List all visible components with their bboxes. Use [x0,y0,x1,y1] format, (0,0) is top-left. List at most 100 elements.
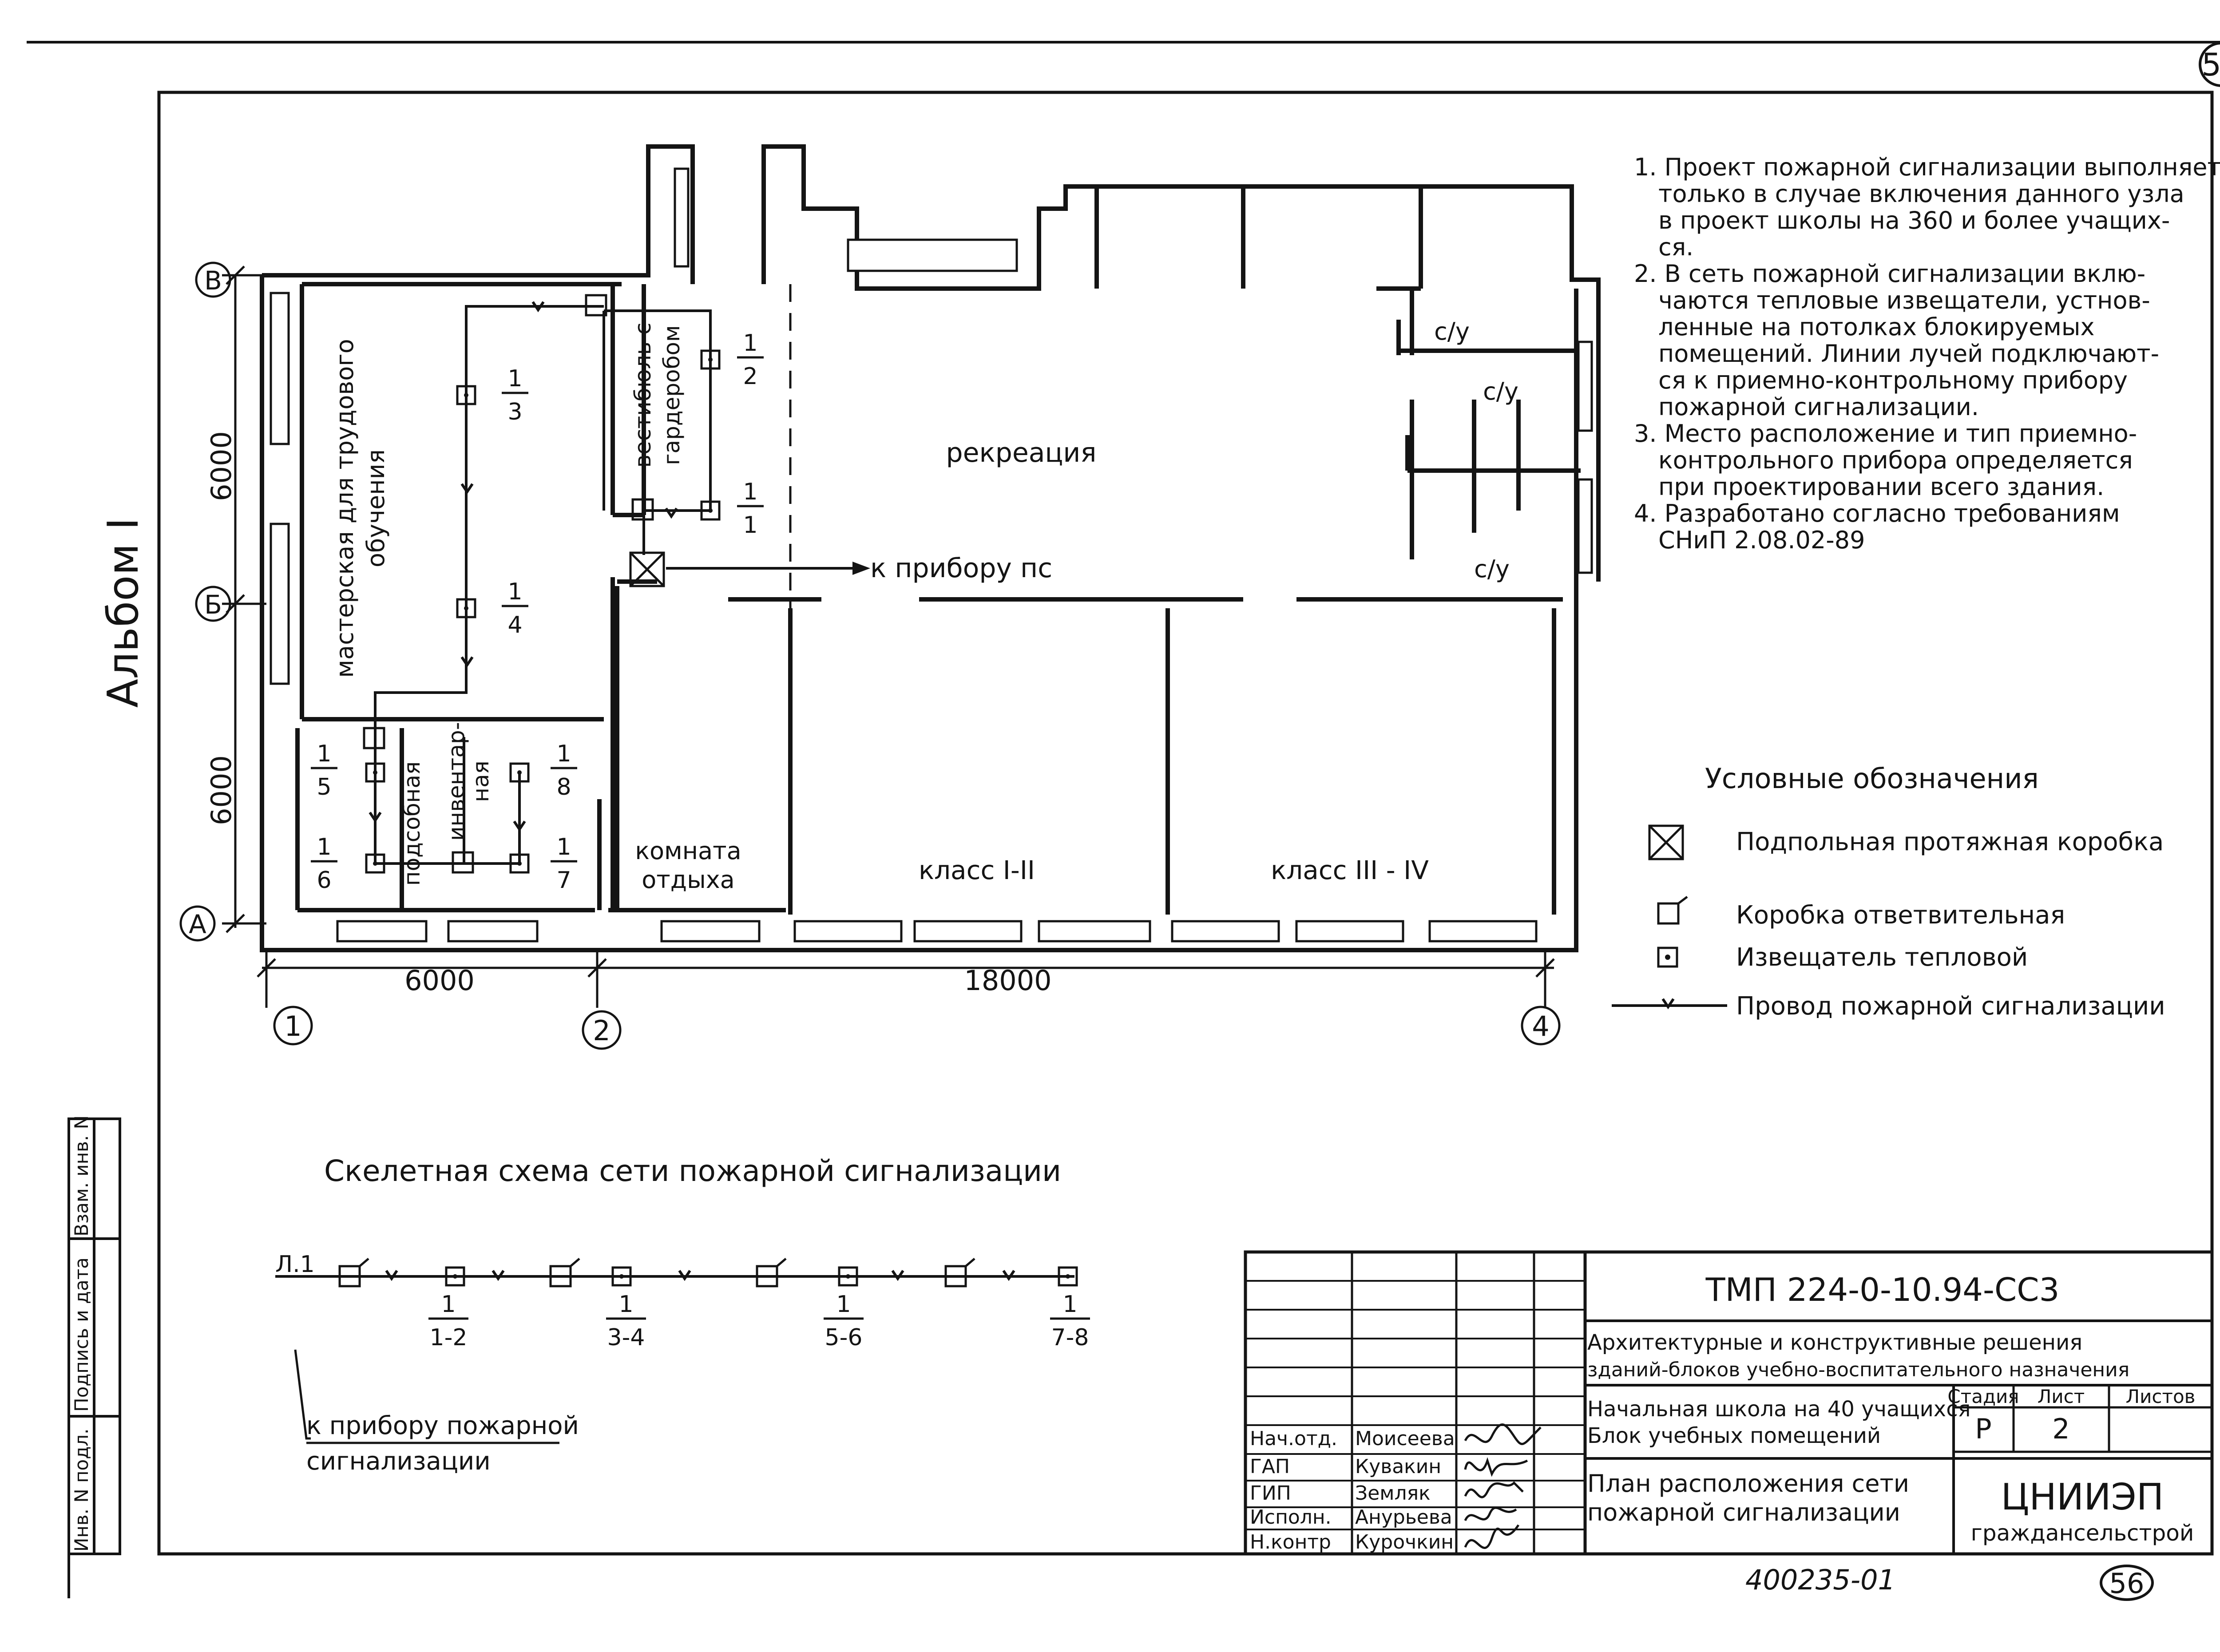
organization-2: граждансельстрой [1971,1520,2194,1546]
signer-name: Анурьева [1355,1506,1452,1529]
signer-name: Земляк [1355,1482,1431,1505]
floor-junction-box-icon [629,551,665,587]
signer-name: Курочкин [1355,1531,1454,1553]
legend-label: Провод пожарной сигнализации [1736,992,2165,1021]
note-line: ся. [1658,233,1693,261]
notes: 1. Проект пожарной сигнализации выполняе… [1634,153,2220,554]
object-title-2: Блок учебных помещений [1587,1423,1881,1448]
project-title-2: зданий-блоков учебно-воспитательного наз… [1587,1359,2129,1381]
branch-box-icon [756,1258,787,1288]
axis-v: В [195,261,231,298]
branch-box-icon [944,1258,975,1288]
signature [1464,1457,1528,1477]
svg-text:1: 1 [441,1291,456,1318]
svg-text:4: 4 [507,612,522,638]
detector-group-7-8: 1 7-8 [1050,1291,1090,1351]
note-line: СНиП 2.08.02-89 [1658,526,1865,554]
sheet-title-2: пожарной сигнализации [1587,1498,1900,1526]
room-class12: класс I-II [919,855,1035,885]
room-inventory: инвентар- [444,722,469,841]
alarm-wiring: к прибору пс [369,301,1052,865]
room-wc3: с/у [1474,555,1510,583]
note-line: в проект школы на 360 и более учащих- [1658,206,2170,234]
svg-text:5-6: 5-6 [825,1324,863,1351]
heat-detector-icon [1657,947,1678,968]
title-block: ТМП 224-0-10.94-СС3 Архитектурные и конс… [1244,1250,2214,1556]
svg-text:А: А [189,909,206,939]
dim-left-top: 6000 [205,431,238,501]
svg-text:1: 1 [556,834,571,860]
sheet-value: 2 [2052,1413,2069,1445]
heat-detector-4: 1 4 [456,578,528,638]
heat-detector-icon [445,1266,465,1287]
room-class34: класс III - IV [1271,855,1429,885]
note-line: 2. В сеть пожарной сигнализации вклю- [1634,260,2145,288]
signer-role: ГАП [1250,1455,1290,1478]
svg-text:2: 2 [593,1014,610,1047]
wire-mark [385,1270,398,1281]
signer-role: Исполн. [1250,1506,1332,1529]
axis-b: Б [195,586,231,622]
svg-text:5: 5 [317,774,331,800]
branch-box-icon [338,1258,369,1288]
svg-text:1: 1 [743,330,757,357]
object-title: Начальная школа на 40 учащихся [1587,1397,1970,1422]
stamp-podpis: Подпись и дата [71,1257,92,1412]
line-label: Л.1 [275,1251,315,1278]
axis-a: А [179,905,216,942]
wire-mark [1002,1270,1015,1281]
svg-text:3-4: 3-4 [607,1324,645,1351]
detector-group-1-2: 1 1-2 [428,1291,468,1351]
note-line: пожарной сигнализации. [1658,393,1979,421]
heat-detector-icon [1058,1266,1078,1287]
note-line: только в случае включения данного узла [1658,180,2184,208]
legend-label: Подпольная протяжная коробка [1736,828,2164,856]
axis-1: 1 [273,1006,313,1046]
svg-text:1: 1 [317,741,331,767]
signature [1464,1524,1520,1549]
svg-text:1: 1 [618,1291,633,1318]
room-inventory-2: ная [468,761,494,802]
stage-value: Р [1975,1413,1991,1445]
heat-detector-5: 1 5 [311,741,385,800]
svg-text:1: 1 [507,578,522,605]
dim-left-bottom: 6000 [205,755,238,825]
detector-group-3-4: 1 3-4 [606,1291,646,1351]
signature [1464,1481,1524,1498]
floor-junction-box-icon [1648,824,1684,860]
note-line: ся к приемно-контрольному прибору [1658,366,2128,394]
dim-bottom-6000: 6000 [404,964,475,997]
archive-number: 400235-01 [1745,1564,1895,1596]
axis-4: 4 [1521,1006,1561,1046]
svg-text:В: В [204,265,222,296]
svg-text:2: 2 [743,363,757,390]
heat-detector-3: 1 3 [456,365,528,425]
room-vestibule: вестибюль с [630,322,656,467]
svg-text:1: 1 [556,741,571,767]
room-podsobnaya: подсобная [399,761,425,886]
signer-role: Н.контр [1250,1531,1331,1553]
signer-name: Моисеева [1355,1427,1455,1450]
room-recreation: рекреация [946,437,1097,468]
svg-text:7: 7 [556,867,571,894]
room-wc1: с/у [1434,317,1470,345]
svg-text:1-2: 1-2 [430,1324,468,1351]
windows [270,167,1593,943]
axis-2: 2 [582,1010,622,1050]
detector-group-5-6: 1 5-6 [824,1291,864,1351]
svg-text:4: 4 [1532,1010,1549,1042]
heat-detector-2: 1 2 [700,330,764,390]
heat-detector-7: 1 7 [509,834,577,894]
note-line: 3. Место расположение и тип приемно- [1634,420,2137,448]
room-rest: комната [635,837,741,865]
branch-box-icon [363,294,654,874]
branch-box-icon [1657,896,1688,925]
to-device-label: к прибору пс [870,553,1052,584]
signer-name: Кувакин [1355,1455,1441,1478]
svg-text:Б: Б [204,590,222,620]
signer-role: Нач.отд. [1250,1427,1337,1450]
svg-text:1: 1 [1062,1291,1077,1318]
device-label-2: сигнализации [306,1447,491,1476]
page-number-bottom: 56 [2100,1565,2154,1601]
